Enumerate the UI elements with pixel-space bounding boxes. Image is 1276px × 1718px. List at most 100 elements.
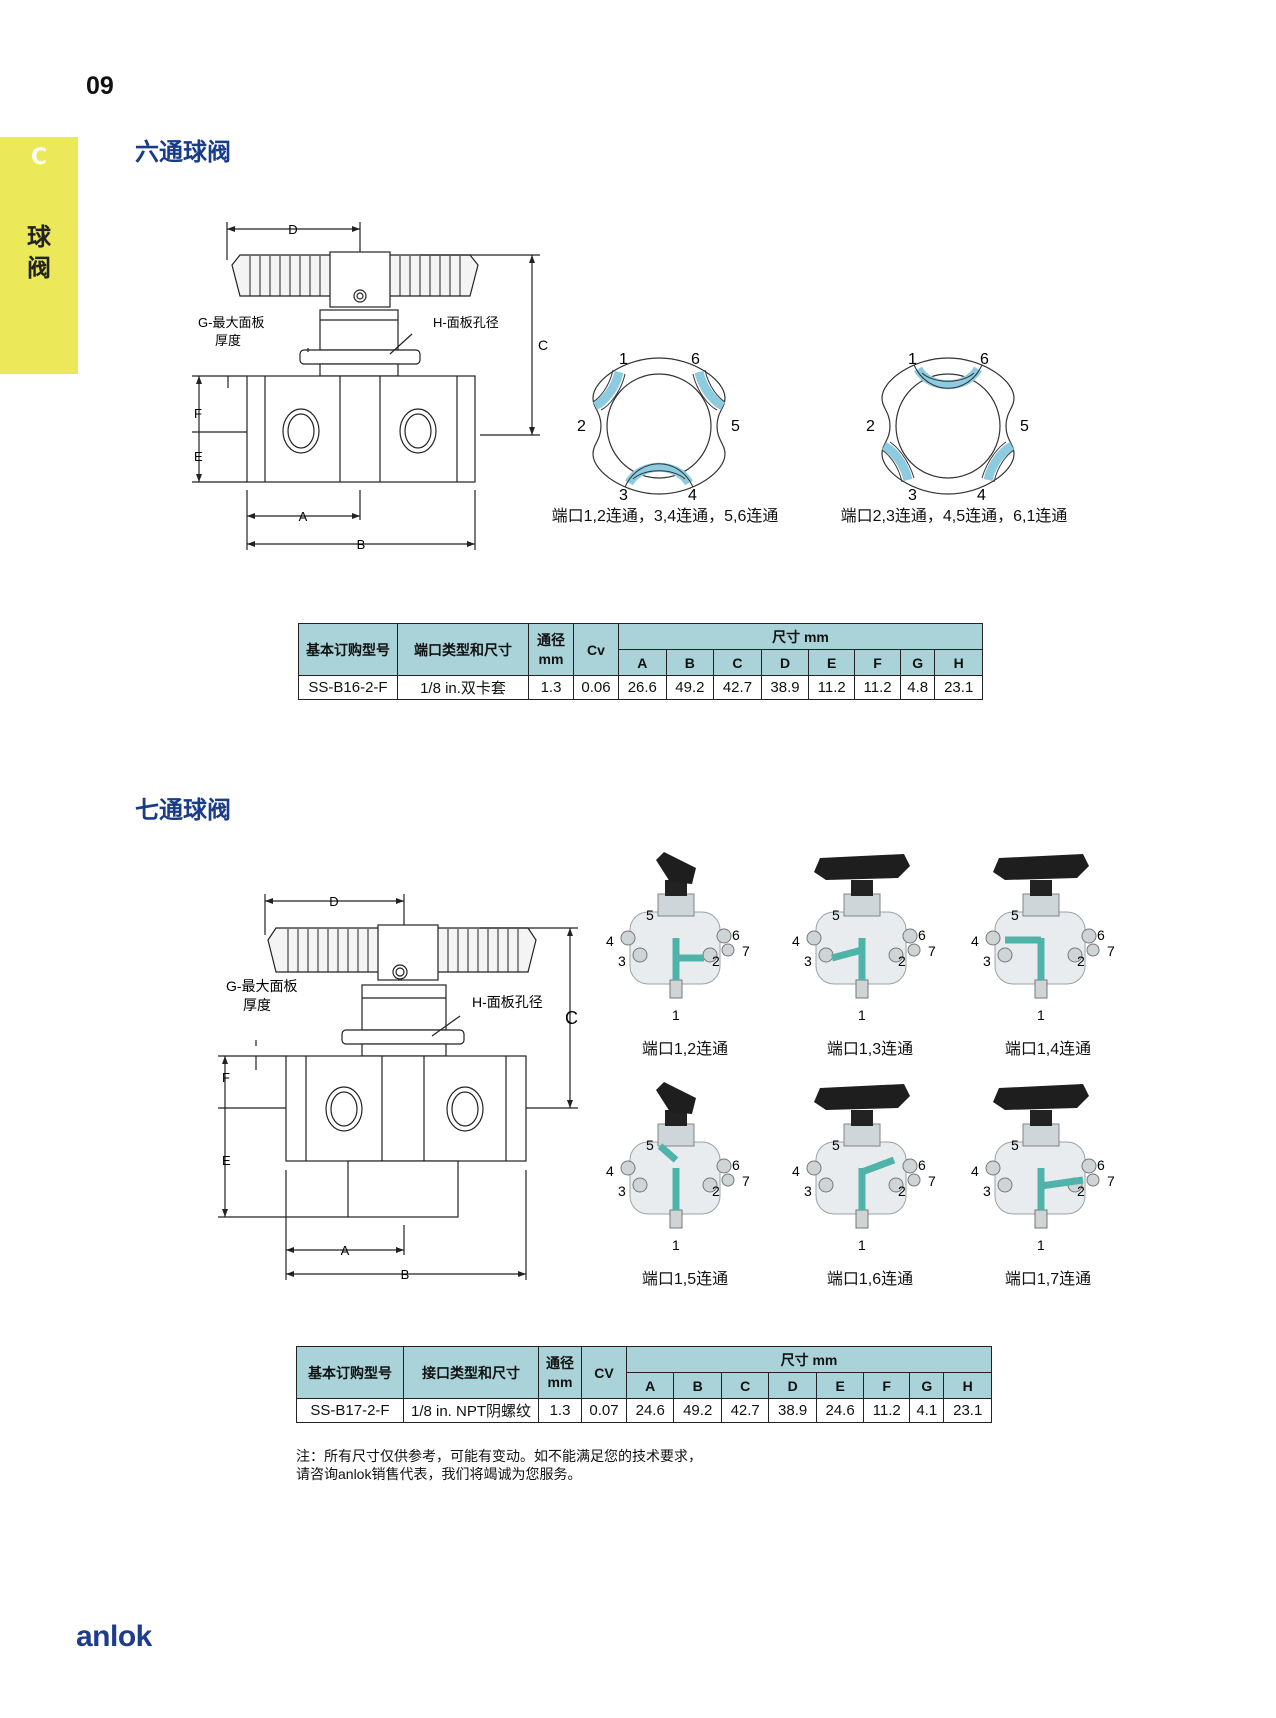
header2-dim-e: E bbox=[815, 1372, 865, 1399]
v1-port-1: 1 bbox=[672, 1007, 680, 1023]
header-dim-g: G bbox=[899, 649, 936, 676]
header2-dim-f: F bbox=[863, 1372, 911, 1399]
dim-label-c: C bbox=[538, 337, 548, 353]
v5-port-3: 3 bbox=[804, 1183, 812, 1199]
v4-port-1: 1 bbox=[672, 1237, 680, 1253]
v4-port-2: 2 bbox=[712, 1183, 720, 1199]
dim2-label-e: E bbox=[222, 1153, 231, 1168]
v4-port-7: 7 bbox=[742, 1173, 750, 1189]
v3-port-6: 6 bbox=[1097, 927, 1105, 943]
v6-port-5: 5 bbox=[1011, 1137, 1019, 1153]
cell2-dim-c: 42.7 bbox=[720, 1398, 770, 1423]
v3-port-5: 5 bbox=[1011, 907, 1019, 923]
side-tab-title: 球 阀 bbox=[0, 222, 78, 284]
header-dim-f: F bbox=[854, 649, 901, 676]
section1-title: 六通球阀 bbox=[135, 138, 231, 166]
section2-title: 七通球阀 bbox=[135, 796, 231, 824]
cell-dim-e: 11.2 bbox=[808, 675, 856, 700]
v6-port-7: 7 bbox=[1107, 1173, 1115, 1189]
valve-image-6: 5 4 3 2 6 7 1 bbox=[971, 1084, 1115, 1253]
cell-dim-d: 38.9 bbox=[760, 675, 810, 700]
header2-bore: 通径 mm bbox=[538, 1346, 582, 1399]
header-model: 基本订购型号 bbox=[298, 623, 398, 676]
v1-port-5: 5 bbox=[646, 907, 654, 923]
valve-caption-3: 端口1,4连通 bbox=[1004, 1041, 1092, 1058]
header2-dim-c: C bbox=[720, 1372, 770, 1399]
v4-port-5: 5 bbox=[646, 1137, 654, 1153]
flow1-port-2: 2 bbox=[577, 418, 586, 435]
cell2-dim-b: 49.2 bbox=[673, 1398, 722, 1423]
dim-label-f: F bbox=[194, 406, 202, 421]
v3-port-1: 1 bbox=[1037, 1007, 1045, 1023]
v4-port-3: 3 bbox=[618, 1183, 626, 1199]
valve-caption-4: 端口1,5连通 bbox=[641, 1271, 729, 1288]
valve-caption-2: 端口1,3连通 bbox=[826, 1041, 914, 1058]
dim2-label-g: G-最大面板 bbox=[226, 978, 298, 994]
v5-port-2: 2 bbox=[898, 1183, 906, 1199]
flow2-port-4: 4 bbox=[977, 487, 986, 502]
valve-image-4: 5 4 3 2 6 7 1 bbox=[606, 1082, 750, 1253]
footnote: 注：所有尺寸仅供参考，可能有变动。如不能满足您的技术要求， 请咨询anlok销售… bbox=[296, 1447, 702, 1483]
cell-model: SS-B16-2-F bbox=[298, 675, 398, 700]
v5-port-6: 6 bbox=[918, 1157, 926, 1173]
cell-cv: 0.06 bbox=[573, 675, 619, 700]
header2-dim-a: A bbox=[625, 1372, 675, 1399]
v3-port-2: 2 bbox=[1077, 953, 1085, 969]
dim-label-d: D bbox=[288, 222, 297, 237]
header-cv: Cv bbox=[573, 623, 619, 676]
header-dim-d: D bbox=[760, 649, 810, 676]
flow1-caption: 端口1,2连通，3,4连通，5,6连通 bbox=[551, 508, 779, 525]
cell-dim-c: 42.7 bbox=[713, 675, 762, 700]
v3-port-7: 7 bbox=[1107, 943, 1115, 959]
v3-port-3: 3 bbox=[983, 953, 991, 969]
cell-bore: 1.3 bbox=[528, 675, 574, 700]
v6-port-6: 6 bbox=[1097, 1157, 1105, 1173]
v6-port-4: 4 bbox=[971, 1163, 979, 1179]
flow1-port-6: 6 bbox=[691, 351, 700, 368]
cell-dim-b: 49.2 bbox=[665, 675, 715, 700]
dim2-label-b: B bbox=[401, 1267, 410, 1282]
v2-port-2: 2 bbox=[898, 953, 906, 969]
header-bore: 通径 mm bbox=[528, 623, 574, 676]
cell2-dim-f: 11.2 bbox=[863, 1398, 911, 1423]
section-side-tab bbox=[0, 137, 78, 374]
v2-port-7: 7 bbox=[928, 943, 936, 959]
dim-label-h: H-面板孔径 bbox=[433, 315, 499, 330]
v2-port-6: 6 bbox=[918, 927, 926, 943]
v3-port-4: 4 bbox=[971, 933, 979, 949]
header2-cv: CV bbox=[581, 1346, 627, 1399]
dim2-label-g-thickness: 厚度 bbox=[243, 997, 271, 1013]
cell2-model: SS-B17-2-F bbox=[296, 1398, 404, 1423]
v5-port-1: 1 bbox=[858, 1237, 866, 1253]
cell2-cv: 0.07 bbox=[581, 1398, 627, 1423]
six-way-flow-diagram-2: 1 6 2 5 3 4 bbox=[866, 351, 1029, 502]
six-way-spec-table: 基本订购型号 端口类型和尺寸 通径 mm Cv 尺寸 mm A B C D E … bbox=[298, 623, 983, 700]
flow1-port-5: 5 bbox=[731, 418, 740, 435]
header-dim-b: B bbox=[665, 649, 715, 676]
v2-port-3: 3 bbox=[804, 953, 812, 969]
header-dim-h: H bbox=[934, 649, 983, 676]
v4-port-6: 6 bbox=[732, 1157, 740, 1173]
v1-port-3: 3 bbox=[618, 953, 626, 969]
cell2-dim-h: 23.1 bbox=[943, 1398, 992, 1423]
v1-port-6: 6 bbox=[732, 927, 740, 943]
table-row: SS-B16-2-F 1/8 in.双卡套 1.3 0.06 26.6 49.2… bbox=[298, 675, 983, 700]
v6-port-2: 2 bbox=[1077, 1183, 1085, 1199]
cell-dim-h: 23.1 bbox=[934, 675, 983, 700]
valve-image-5: 5 4 3 2 6 7 1 bbox=[792, 1084, 936, 1253]
cell2-dim-d: 38.9 bbox=[768, 1398, 817, 1423]
header2-bore-line1: 通径 bbox=[546, 1354, 574, 1371]
valve-image-2: 5 4 3 2 6 7 1 bbox=[792, 854, 936, 1023]
header2-dimensions: 尺寸 mm bbox=[626, 1346, 992, 1373]
footnote-line2: 请咨询anlok销售代表，我们将竭诚为您服务。 bbox=[296, 1466, 582, 1482]
side-tab-line1: 球 bbox=[27, 223, 51, 251]
dim-label-g: G-最大面板 bbox=[198, 315, 264, 330]
page-number: 09 bbox=[86, 72, 114, 100]
flow2-port-1: 1 bbox=[908, 351, 917, 368]
seven-way-spec-table: 基本订购型号 接口类型和尺寸 通径 mm CV 尺寸 mm A B C D E … bbox=[296, 1346, 992, 1423]
footnote-line1: 注：所有尺寸仅供参考，可能有变动。如不能满足您的技术要求， bbox=[296, 1448, 702, 1464]
brand-logo: anlok bbox=[76, 1620, 152, 1653]
header-dimensions: 尺寸 mm bbox=[618, 623, 983, 650]
cell2-dim-e: 24.6 bbox=[815, 1398, 865, 1423]
header2-bore-line2: mm bbox=[547, 1373, 573, 1390]
